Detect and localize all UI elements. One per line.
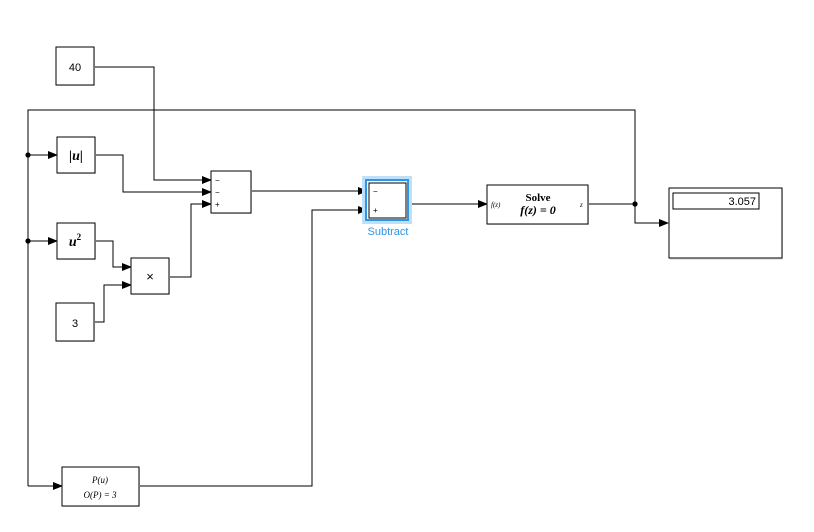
solve-equation: f(z) = 0 <box>520 203 556 217</box>
sum-sign-1: − <box>215 176 220 185</box>
sum-sign-3: + <box>215 200 220 209</box>
subtract-block[interactable]: − + <box>362 176 412 224</box>
constant-40-value: 40 <box>69 62 81 74</box>
square-exponent: 2 <box>77 232 82 242</box>
signal-line-abs-to-sum[interactable] <box>95 154 212 196</box>
branch-point <box>25 238 31 244</box>
solve-input-port-label: f(z) <box>491 201 501 209</box>
signal-line-40-to-sum[interactable] <box>95 66 212 184</box>
selection-glow <box>362 176 412 224</box>
square-block[interactable]: u2 <box>56 222 96 260</box>
subtract-sign-1: − <box>373 187 378 196</box>
display-value-box <box>672 192 760 210</box>
signal-line-product-to-sum[interactable] <box>170 200 212 278</box>
display-value: 3.057 <box>728 196 756 208</box>
branch-point <box>25 152 31 158</box>
display-block[interactable]: 3.057 <box>668 187 783 260</box>
polynomial-line2: O(P) = 3 <box>83 490 117 500</box>
polynomial-block[interactable]: P(u) O(P) = 3 <box>61 466 140 507</box>
sum-block[interactable]: − − + <box>210 170 252 214</box>
polynomial-line1: P(u) <box>91 475 108 485</box>
signal-lines <box>25 66 669 490</box>
signal-line-solve-to-display[interactable] <box>589 203 669 227</box>
product-symbol: × <box>146 269 154 284</box>
branch-point <box>632 201 638 207</box>
subtract-block-name[interactable]: Subtract <box>368 226 409 238</box>
square-base: u <box>69 235 77 250</box>
constant-3-value: 3 <box>72 318 78 330</box>
constant-3-block[interactable]: 3 <box>55 302 95 342</box>
feedback-loop-line[interactable] <box>27 109 636 486</box>
constant-40-block[interactable]: 40 <box>55 46 95 86</box>
product-block[interactable]: × <box>130 257 170 295</box>
signal-line-3-to-product[interactable] <box>95 281 132 323</box>
svg-text:u2: u2 <box>69 232 82 250</box>
signal-line-polynomial-to-subtract[interactable] <box>140 206 368 487</box>
subtract-sign-2: + <box>373 206 378 215</box>
solve-output-port-label: z <box>579 201 583 209</box>
solve-title: Solve <box>525 192 550 204</box>
solve-block[interactable]: f(z) Solve f(z) = 0 z <box>486 184 589 225</box>
abs-label: |u| <box>69 149 83 164</box>
sum-sign-2: − <box>215 188 220 197</box>
abs-block[interactable]: |u| <box>56 136 96 174</box>
signal-line-square-to-product[interactable] <box>95 240 132 271</box>
